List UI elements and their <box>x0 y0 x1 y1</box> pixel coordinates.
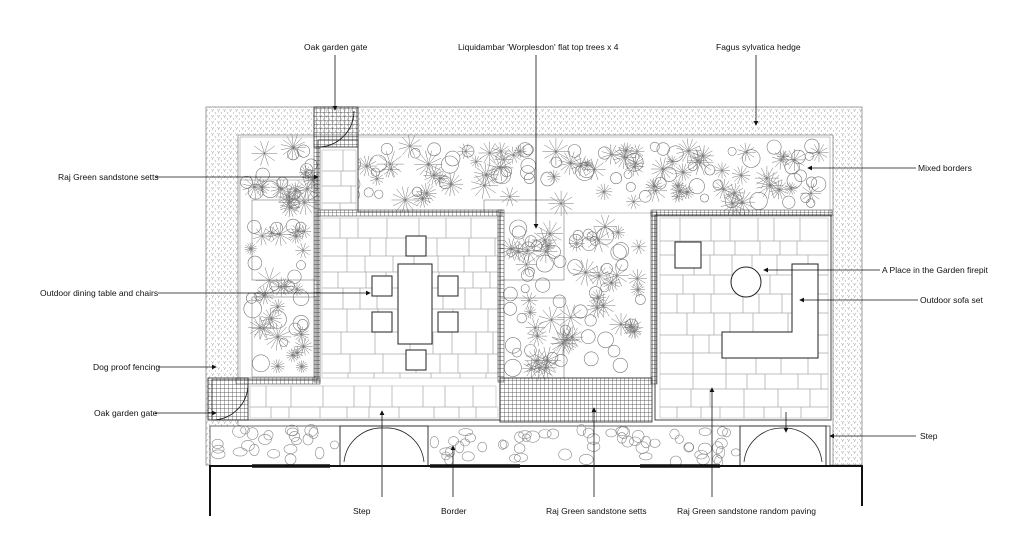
label-mixed-borders: Mixed borders <box>918 163 972 173</box>
label-fagus-hedge: Fagus sylvatica hedge <box>716 42 801 52</box>
label-dining-set: Outdoor dining table and chairs <box>40 288 159 298</box>
dining-table-and-chairs <box>371 235 459 371</box>
label-random-paving: Raj Green sandstone random paving <box>677 506 816 516</box>
label-raj-setts-left: Raj Green sandstone setts <box>58 172 159 182</box>
sandstone-setts <box>207 106 833 423</box>
gate-swings <box>211 110 355 421</box>
lounge-furniture <box>674 241 819 359</box>
label-firepit: A Place in the Garden firepit <box>882 265 988 275</box>
label-oak-gate-bottom: Oak garden gate <box>94 408 158 418</box>
label-step-bottom: Step <box>353 506 371 516</box>
front-border <box>209 424 831 468</box>
label-step-right: Step <box>920 431 938 441</box>
leader-lines <box>155 55 918 497</box>
boundary-line <box>209 464 863 516</box>
label-liquidambar: Liquidambar 'Worplesdon' flat top trees … <box>458 42 619 52</box>
label-oak-gate-top: Oak garden gate <box>304 42 368 52</box>
label-sofa-set: Outdoor sofa set <box>920 295 983 305</box>
label-dog-fencing: Dog proof fencing <box>93 362 161 372</box>
label-raj-setts-bottom: Raj Green sandstone setts <box>546 506 647 516</box>
label-border: Border <box>441 506 467 516</box>
